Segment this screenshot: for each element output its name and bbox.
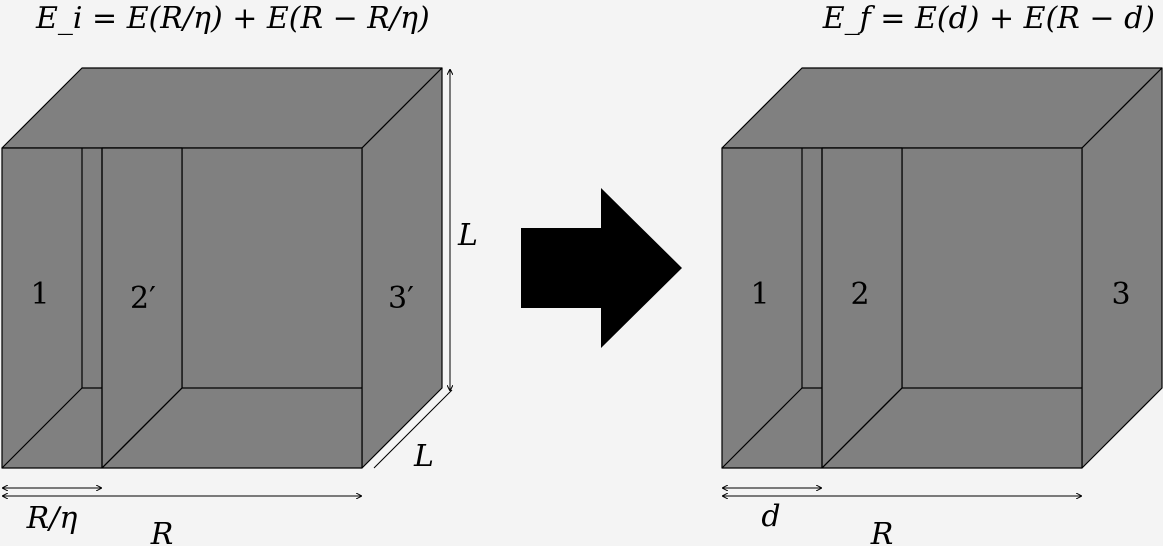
right-box-dimensions: d R xyxy=(723,488,1081,546)
depth-label: L xyxy=(413,439,434,474)
transition-arrow xyxy=(521,188,682,348)
d-label: d xyxy=(761,499,780,534)
right-region-3-label: 3 xyxy=(1111,277,1130,312)
initial-energy-equation: E_i = E(R/η) + E(R − R/η) xyxy=(35,1,430,36)
right-region-2-label: 2 xyxy=(850,277,869,312)
small-width-label: R/η xyxy=(26,501,78,536)
left-box-dimensions: L L R/η R xyxy=(3,70,478,546)
left-box: 1 2′ 3′ xyxy=(1,67,443,469)
width-label: R xyxy=(150,517,174,546)
right-box: 1 2 3 xyxy=(721,67,1163,469)
left-region-1-label: 1 xyxy=(30,277,49,312)
right-region-1-label: 1 xyxy=(750,277,769,312)
depth-dimension-line xyxy=(373,389,453,469)
left-region-2-label: 2′ xyxy=(130,281,156,316)
final-energy-equation: E_f = E(d) + E(R − d) xyxy=(822,1,1155,36)
left-region-3-label: 3′ xyxy=(388,281,414,316)
right-width-label: R xyxy=(870,517,894,546)
height-label: L xyxy=(457,218,478,253)
